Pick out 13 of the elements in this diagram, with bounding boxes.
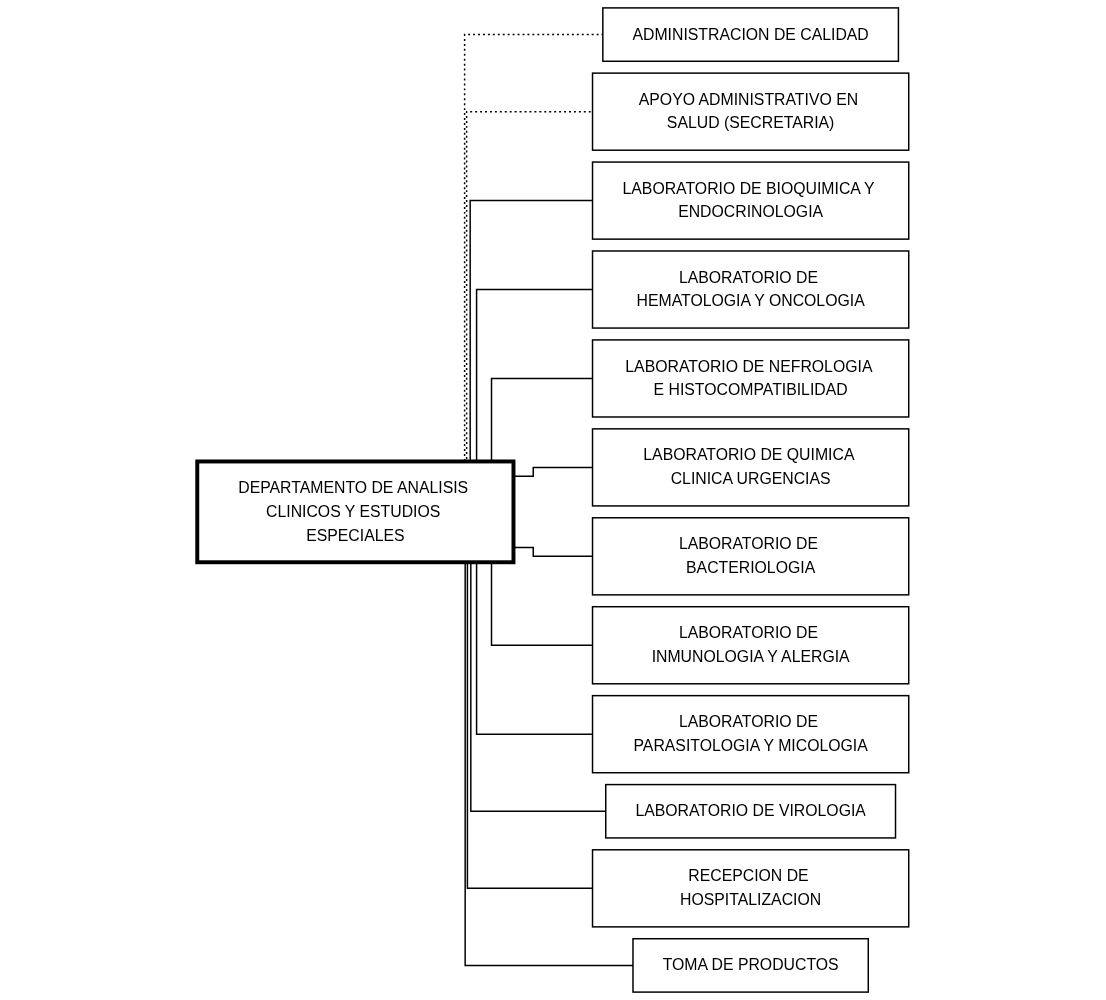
node-box: TOMA DE PRODUCTOS [632,938,869,993]
node-box: APOYO ADMINISTRATIVO EN SALUD (SECRETARIA) [591,72,910,151]
node-box: RECEPCION DE HOSPITALIZACION [591,849,910,928]
node-box: LABORATORIO DE INMUNOLOGIA Y ALERGIA [591,606,910,685]
node-box: LABORATORIO DE HEMATOLOGIA Y ONCOLOGIA [591,250,910,329]
node-box: LABORATORIO DE BACTERIOLOGIA [591,517,910,596]
node-box: LABORATORIO DE VIROLOGIA [605,783,897,839]
node-box: LABORATORIO DE NEFROLOGIA E HISTOCOMPATIBILIDAD [591,339,910,418]
node-box: ADMINISTRACION DE CALIDAD [602,7,900,62]
node-box: LABORATORIO DE PARASITOLOGIA Y MICOLOGIA [591,694,910,774]
node-box: DEPARTAMENTO DE ANALISIS CLINICOS Y ESTUDIOS ESPECIALES [195,459,516,565]
node-box: LABORATORIO DE BIOQUIMICA Y ENDOCRINOLOGIA [591,161,910,240]
node-box: LABORATORIO DE QUIMICA CLINICA URGENCIAS [591,428,910,507]
